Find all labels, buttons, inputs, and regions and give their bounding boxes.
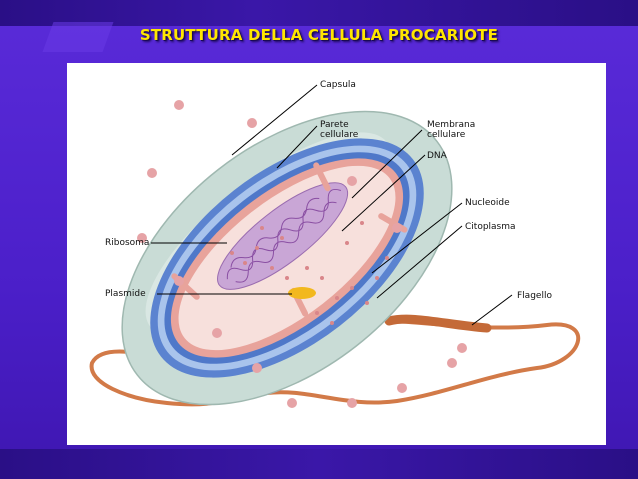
flagellum-base: [384, 314, 492, 333]
label-membrana-line1: Membrana: [427, 120, 475, 130]
prokaryote-cell-diagram: Capsula Parete cellulare Membrana cellul…: [89, 80, 581, 408]
surface-pili: [137, 100, 467, 408]
membrane-fold: [313, 162, 331, 192]
dna-strand: [226, 188, 342, 283]
diagram-panel: Capsula Parete cellulare Membrana cellul…: [67, 63, 606, 445]
label-nucleoide: Nucleoide: [465, 198, 510, 208]
label-ribosoma: Ribosoma: [105, 238, 149, 248]
label-membrana-line2: cellulare: [427, 130, 466, 140]
top-bar: [0, 0, 638, 26]
leader-lines: [151, 84, 513, 326]
slide-title: STRUTTURA DELLA CELLULA PROCARIOTE: [139, 26, 499, 44]
label-plasmide: Plasmide: [105, 289, 146, 299]
label-citoplasma: Citoplasma: [465, 222, 516, 232]
label-capsula: Capsula: [320, 80, 356, 90]
ribosomes: [230, 221, 389, 325]
plasmid: [288, 287, 316, 299]
label-dna: DNA: [427, 151, 448, 161]
label-parete-line2: cellulare: [320, 130, 359, 140]
bottom-bar: [0, 449, 638, 479]
label-flagello: Flagello: [517, 291, 552, 301]
label-parete-line1: Parete: [320, 120, 349, 130]
